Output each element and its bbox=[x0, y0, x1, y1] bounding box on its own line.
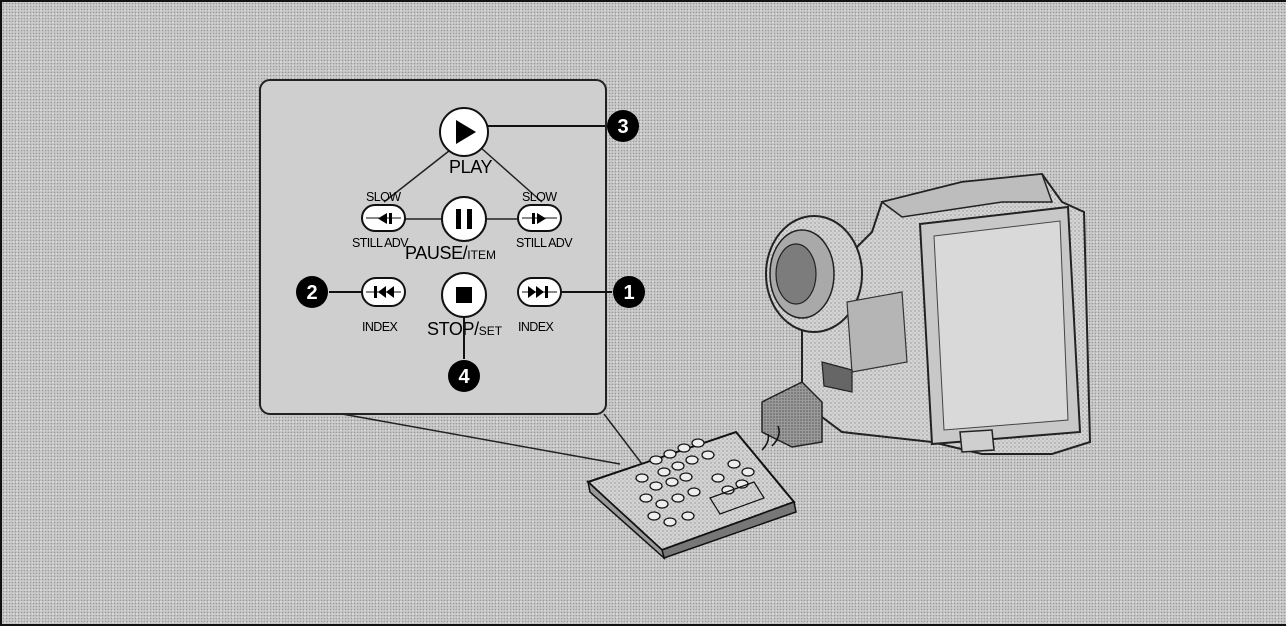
slow-left-label: SLOW bbox=[366, 190, 401, 204]
zoom-leader-line bbox=[341, 413, 621, 465]
slow-reverse-button[interactable] bbox=[361, 204, 406, 232]
svg-text:3: 3 bbox=[617, 116, 628, 138]
camcorder-illustration bbox=[761, 172, 1092, 455]
pause-button[interactable] bbox=[441, 196, 487, 242]
still-adv-left-label: STILL ADV bbox=[352, 236, 409, 250]
svg-text:2: 2 bbox=[306, 282, 317, 304]
skip-next-icon bbox=[528, 286, 548, 298]
stop-icon bbox=[456, 287, 472, 303]
index-right-label: INDEX bbox=[518, 320, 554, 334]
play-button[interactable] bbox=[439, 107, 489, 157]
ir-signal-mark bbox=[761, 433, 770, 451]
pause-item-label: PAUSE/ITEM bbox=[405, 243, 496, 263]
skip-next-button[interactable] bbox=[517, 277, 562, 307]
stop-set-label: STOP/SET bbox=[427, 319, 503, 339]
still-adv-right-label: STILL ADV bbox=[516, 236, 573, 250]
pause-icon bbox=[456, 209, 472, 229]
callout-3: 3 bbox=[607, 110, 639, 142]
skip-previous-button[interactable] bbox=[361, 277, 406, 307]
play-icon bbox=[456, 120, 476, 144]
slow-reverse-icon bbox=[378, 213, 392, 224]
slow-forward-button[interactable] bbox=[517, 204, 562, 232]
callout-1: 1 bbox=[613, 276, 645, 308]
zoom-leader-line bbox=[603, 413, 643, 465]
callout-4: 4 bbox=[448, 360, 480, 392]
button-closeup-panel bbox=[259, 79, 607, 415]
svg-text:1: 1 bbox=[623, 282, 634, 304]
play-label: PLAY bbox=[449, 157, 492, 177]
remote-control-illustration bbox=[586, 430, 797, 561]
index-left-label: INDEX bbox=[362, 320, 398, 334]
callout-2: 2 bbox=[296, 276, 328, 308]
svg-text:4: 4 bbox=[458, 366, 470, 388]
item-label: ITEM bbox=[467, 248, 496, 262]
pause-label: PAUSE/ bbox=[405, 243, 468, 263]
stop-button[interactable] bbox=[441, 272, 487, 318]
slow-forward-icon bbox=[532, 213, 546, 224]
ir-signal-mark bbox=[771, 425, 780, 447]
stop-label: STOP/ bbox=[427, 319, 479, 339]
skip-previous-icon bbox=[374, 286, 394, 298]
slow-right-label: SLOW bbox=[522, 190, 557, 204]
set-label: SET bbox=[479, 324, 503, 338]
